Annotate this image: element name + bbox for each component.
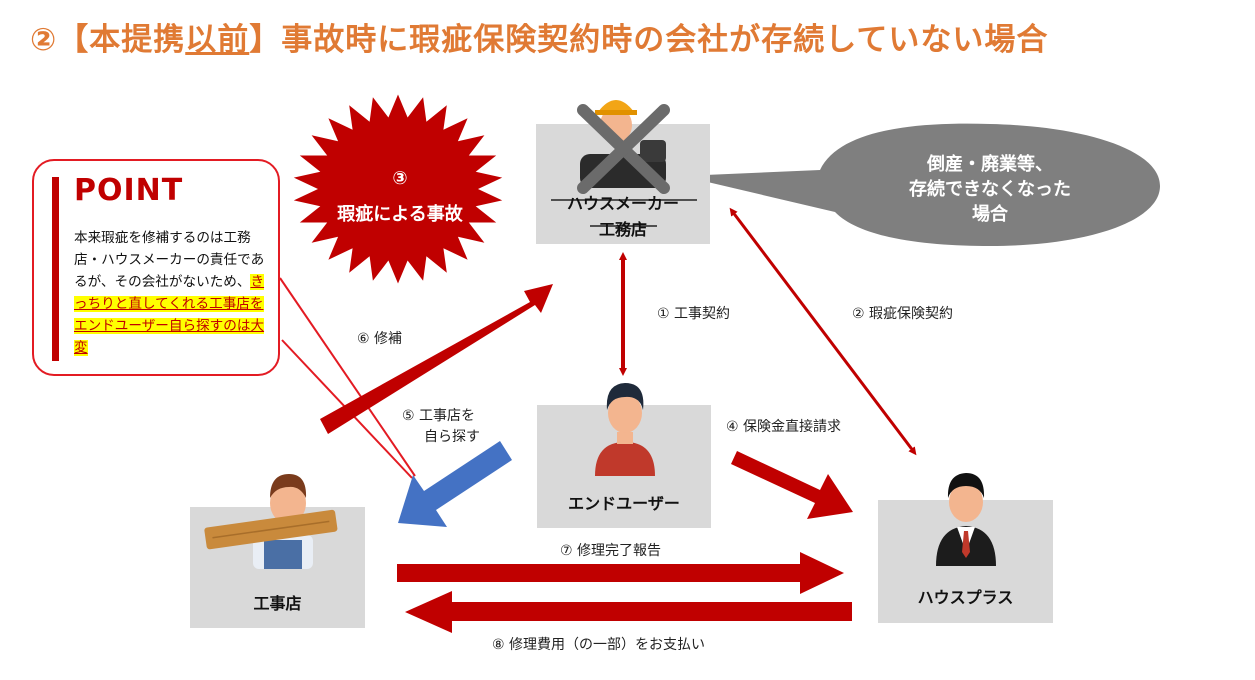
end-user-label: エンドユーザー xyxy=(568,494,680,513)
accident-burst xyxy=(293,94,503,284)
house-plus-label: ハウスプラス xyxy=(917,588,1014,607)
maker-label: ハウスメーカー xyxy=(566,194,679,213)
step-4-label: ④ 保険金直接請求 xyxy=(726,419,842,435)
arrow-repair xyxy=(320,284,553,434)
arrow-find-contractor xyxy=(398,441,512,527)
bubble-line-3: 場合 xyxy=(972,204,1008,225)
arrow-repair-report xyxy=(397,552,844,594)
step-6-label: ⑥ 修補 xyxy=(357,331,403,347)
page-title: ②【本提携以前】事故時に瑕疵保険契約時の会社が存続していない場合 xyxy=(30,14,1048,64)
burst-number: ③ xyxy=(392,168,408,189)
point-callout-line-1 xyxy=(279,277,416,477)
title-main: 事故時に瑕疵保険契約時の会社が存続していない場合 xyxy=(281,22,1049,58)
step-5-label-2: 自ら探す xyxy=(424,429,480,445)
title-tag-underlined: 以前 xyxy=(185,22,250,58)
title-bracket-open: 【 xyxy=(57,22,90,58)
point-accent-bar xyxy=(52,177,59,361)
businessman-icon xyxy=(936,473,996,566)
user-icon xyxy=(595,383,655,476)
cross-out-icon xyxy=(577,104,670,194)
point-body: 本来瑕疵を修補するのは工務店・ハウスメーカーの責任であるが、その会社がないため、… xyxy=(74,227,274,359)
step-8-label: ⑧ 修理費用（の一部）をお支払い xyxy=(492,637,706,653)
burst-label: 瑕疵による事故 xyxy=(337,204,463,225)
arrow-repair-payment xyxy=(405,591,852,633)
speech-bubble xyxy=(682,123,1160,246)
bubble-line-1: 倒産・廃業等、 xyxy=(927,154,1053,175)
arrow-warranty-insurance-contract xyxy=(729,207,917,456)
carpenter-icon xyxy=(204,474,338,569)
point-body-text: 本来瑕疵を修補するのは工務店・ハウスメーカーの責任であるが、その会社がないため、 xyxy=(74,230,265,290)
maker-label-2: 工務店 xyxy=(598,220,647,239)
step-7-label: ⑦ 修理完了報告 xyxy=(560,543,662,559)
step-5-label-1: ⑤ 工事店を xyxy=(402,408,476,424)
bubble-line-2: 存続できなくなった xyxy=(909,179,1071,200)
arrow-insurance-claim xyxy=(731,451,853,519)
title-bracket-close: 】 xyxy=(249,22,282,58)
contractor-label: 工事店 xyxy=(253,594,302,613)
title-tag: 本提携 xyxy=(89,22,186,58)
point-heading: POINT xyxy=(74,173,184,208)
step-2-label: ② 瑕疵保険契約 xyxy=(852,306,954,322)
title-number: ② xyxy=(30,22,58,58)
point-callout: POINT 本来瑕疵を修補するのは工務店・ハウスメーカーの責任であるが、その会社… xyxy=(32,159,280,376)
step-1-label: ① 工事契約 xyxy=(657,306,731,322)
